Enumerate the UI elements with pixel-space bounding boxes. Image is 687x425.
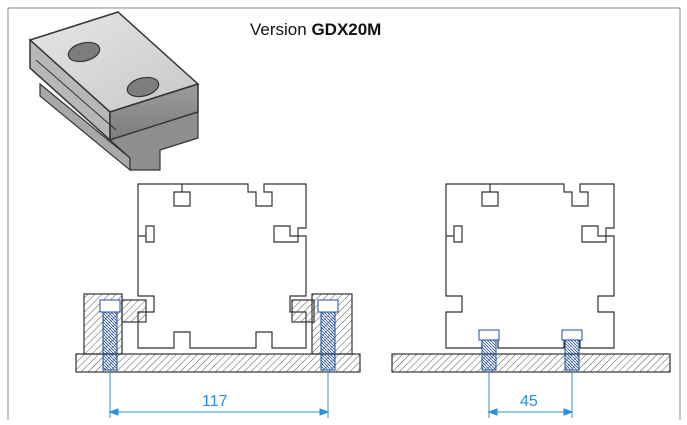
left-profile [137,183,307,349]
title-prefix: Version [250,20,307,39]
title-model: GDX20M [311,20,382,39]
isometric-part-icon [28,11,200,172]
frame-lines [7,7,681,420]
left-screws [99,299,339,371]
dimension-45-label: 45 [520,393,538,410]
dimension-left [108,372,330,418]
right-profile [445,183,615,349]
dimension-117-label: 117 [202,393,228,410]
title: Version GDX20M [250,20,381,40]
right-screws [478,329,583,371]
left-base-plate [75,353,361,373]
right-base-plate [391,353,671,373]
dimension-right [487,372,574,418]
